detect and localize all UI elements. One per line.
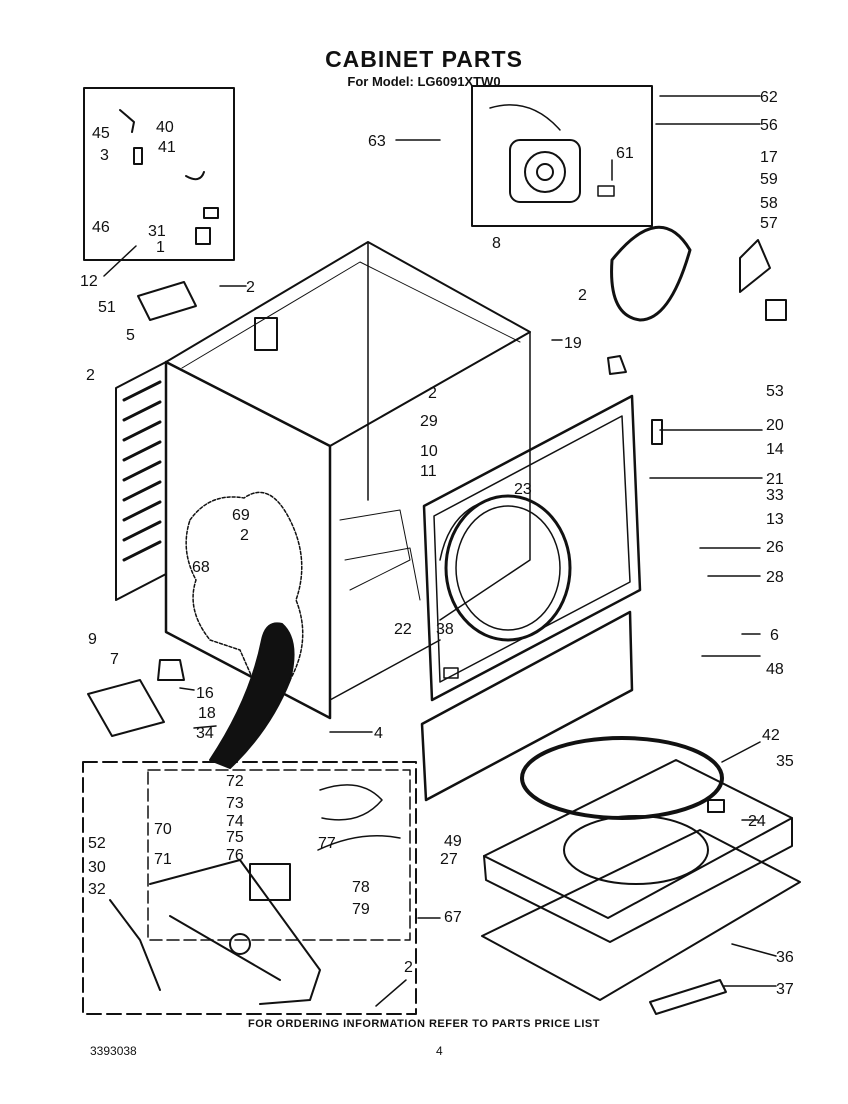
gas-valve-inset-box	[82, 761, 417, 1015]
callout-52: 52	[88, 835, 106, 852]
callout-5: 5	[126, 327, 135, 344]
page-title: CABINET PARTS	[325, 46, 523, 72]
callout-2c: 2	[578, 287, 587, 304]
callout-27: 27	[440, 851, 458, 868]
callout-68: 68	[192, 559, 210, 576]
callout-3: 3	[100, 147, 109, 164]
callout-75: 75	[226, 829, 244, 846]
callout-26: 26	[766, 539, 784, 556]
callout-2d: 2	[428, 385, 437, 402]
callout-2b: 2	[86, 367, 95, 384]
callout-72: 72	[226, 773, 244, 790]
callout-1: 1	[156, 239, 165, 256]
callout-78: 78	[352, 879, 370, 896]
callout-17: 17	[760, 149, 778, 166]
callout-18: 18	[198, 705, 216, 722]
callout-46: 46	[92, 219, 110, 236]
base-plate	[87, 679, 165, 737]
callout-labels: 45 40 41 3 46 31 1 12 2 51 5 2 63 62 56 …	[80, 89, 794, 998]
callout-21: 21	[766, 471, 784, 488]
model-subtitle: For Model: LG6091XTW0	[347, 74, 501, 89]
callout-40: 40	[156, 119, 174, 136]
callout-49: 49	[444, 833, 462, 850]
callout-42: 42	[762, 727, 780, 744]
callout-10: 10	[420, 443, 438, 460]
callout-13: 13	[766, 511, 784, 528]
callout-11: 11	[420, 463, 437, 480]
callout-33: 33	[766, 487, 784, 504]
callout-35: 35	[776, 753, 794, 770]
callout-31: 31	[148, 223, 166, 240]
callout-34: 34	[196, 725, 214, 742]
callout-2a: 2	[246, 279, 255, 296]
callout-61: 61	[616, 145, 634, 162]
callout-19: 19	[564, 335, 582, 352]
exhaust-hose	[209, 622, 295, 769]
callout-67: 67	[444, 909, 462, 926]
callout-59: 59	[760, 171, 778, 188]
callout-77: 77	[318, 835, 336, 852]
callout-32: 32	[88, 881, 106, 898]
callout-30: 30	[88, 859, 106, 876]
callout-leaders	[103, 95, 777, 1007]
callout-22: 22	[394, 621, 412, 638]
small-parts	[119, 109, 219, 245]
burner-sub-inset-box	[147, 769, 411, 941]
callout-6: 6	[770, 627, 779, 644]
panel-cutout	[185, 491, 304, 701]
callout-8: 8	[492, 235, 501, 252]
side-panel	[115, 361, 167, 601]
callout-53: 53	[766, 383, 784, 400]
callout-58: 58	[760, 195, 778, 212]
callout-38: 38	[436, 621, 454, 638]
callout-36: 36	[776, 949, 794, 966]
callout-14: 14	[766, 441, 784, 458]
base-assembly	[481, 736, 801, 1015]
callout-41: 41	[158, 139, 176, 156]
leveling-foot	[157, 659, 185, 681]
callout-37: 37	[776, 981, 794, 998]
callout-2e: 2	[240, 527, 249, 544]
mounting-bracket	[137, 281, 197, 321]
callout-12: 12	[80, 273, 98, 290]
callout-71: 71	[154, 851, 172, 868]
callout-20: 20	[766, 417, 784, 434]
small-parts-inset-box	[83, 87, 235, 261]
drive-belt	[610, 225, 692, 322]
callout-23: 23	[514, 481, 532, 498]
callout-29: 29	[420, 413, 438, 430]
cabinet-body	[164, 241, 531, 720]
callout-24: 24	[748, 813, 766, 830]
callout-57: 57	[760, 215, 778, 232]
callout-7: 7	[110, 651, 119, 668]
motor-inset-box	[471, 85, 653, 227]
callout-4: 4	[374, 725, 383, 742]
callout-51: 51	[98, 299, 116, 316]
callout-63: 63	[368, 133, 386, 150]
callout-74: 74	[226, 813, 244, 830]
callout-45: 45	[92, 125, 110, 142]
callout-70: 70	[154, 821, 172, 838]
callout-76: 76	[226, 847, 244, 864]
right-small-parts	[607, 299, 787, 813]
callout-62: 62	[760, 89, 778, 106]
front-bulkhead	[422, 394, 642, 702]
motor	[489, 104, 615, 203]
callout-79: 79	[352, 901, 370, 918]
page-number: 4	[436, 1044, 443, 1058]
callout-9: 9	[88, 631, 97, 648]
callout-48: 48	[766, 661, 784, 678]
callout-56: 56	[760, 117, 778, 134]
callout-16: 16	[196, 685, 214, 702]
ordering-note: FOR ORDERING INFORMATION REFER TO PARTS …	[248, 1018, 600, 1030]
callout-28: 28	[766, 569, 784, 586]
door-strike	[739, 239, 771, 293]
document-number: 3393038	[90, 1044, 137, 1058]
callout-69: 69	[232, 507, 250, 524]
callout-2f: 2	[404, 959, 413, 976]
callout-73: 73	[226, 795, 244, 812]
toe-panel	[420, 610, 634, 802]
burner-assembly	[109, 784, 401, 1005]
